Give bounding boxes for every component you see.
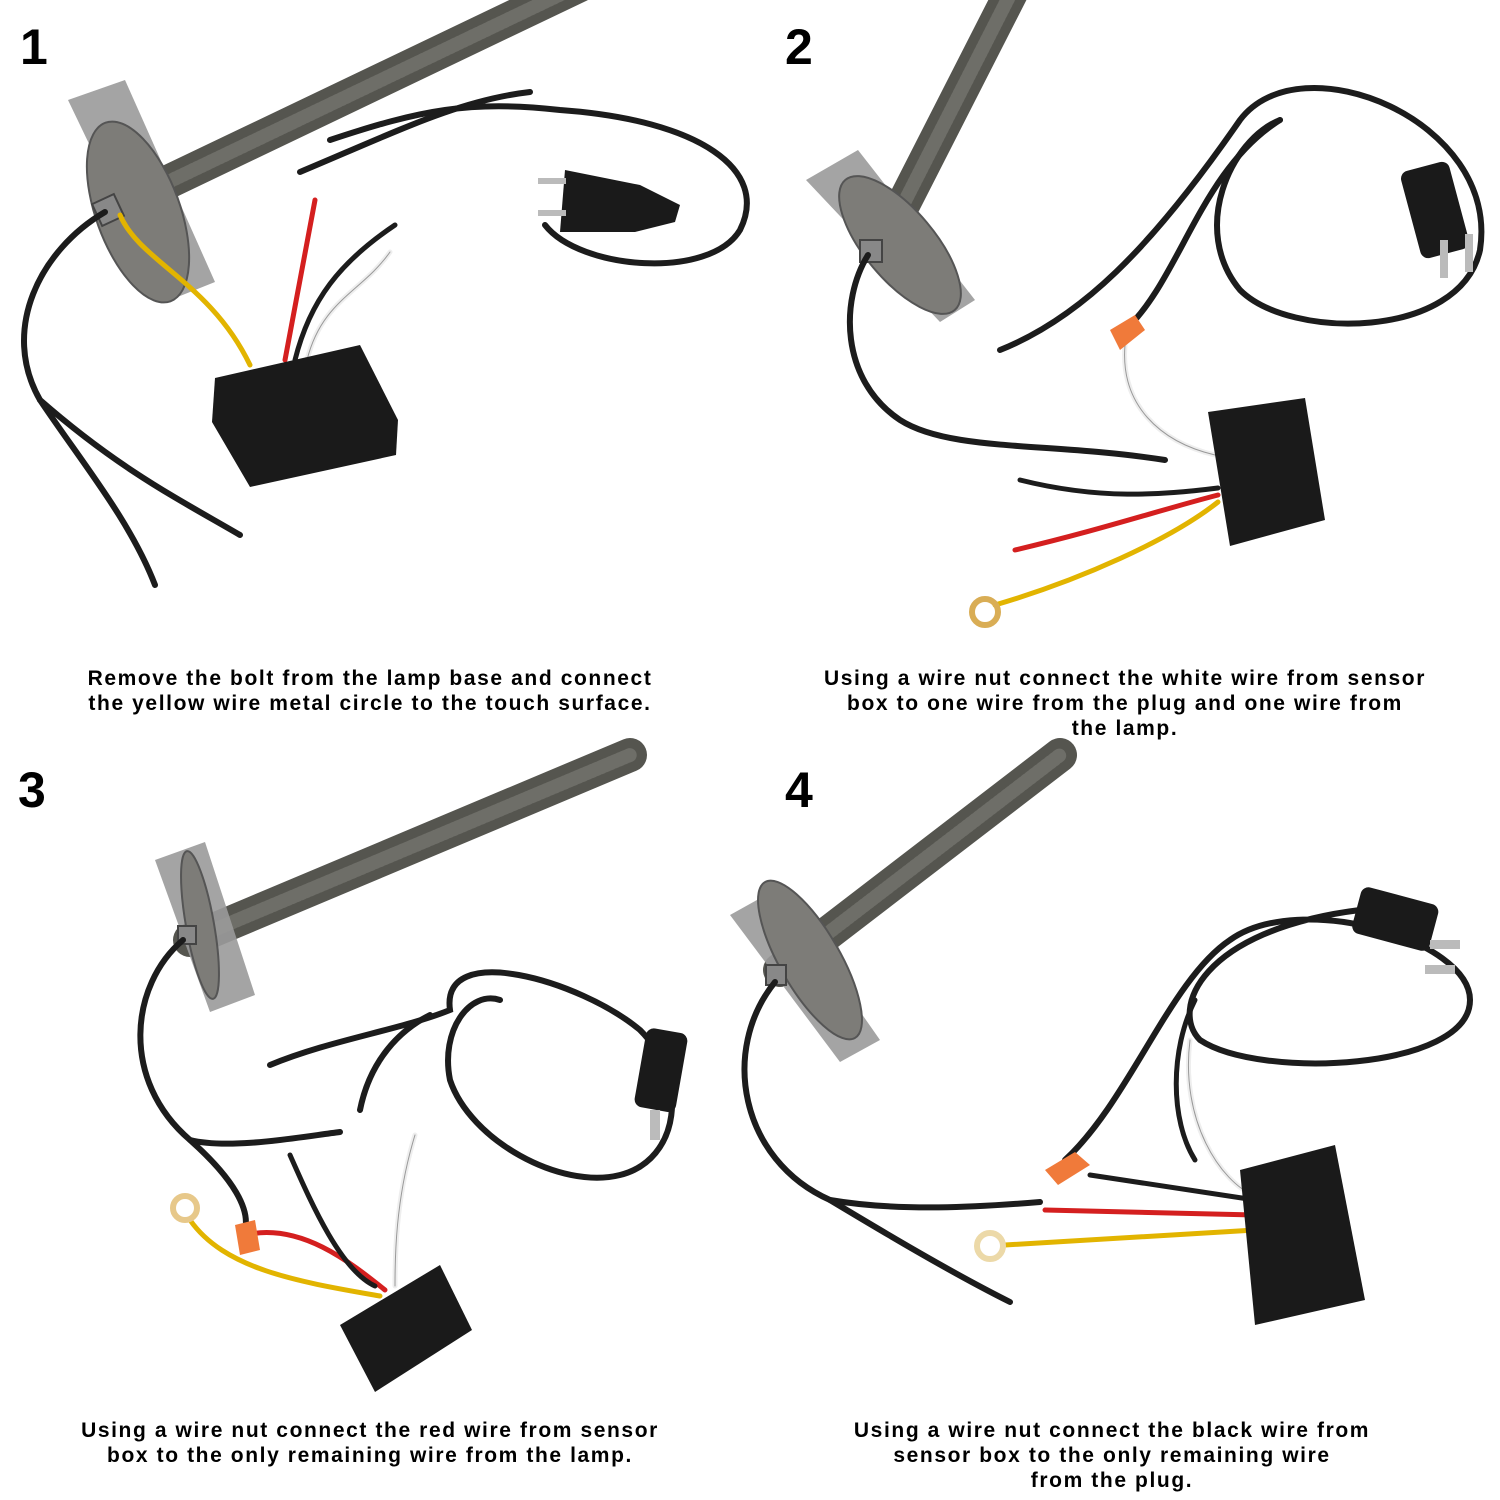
panel-1-illustration <box>21 0 750 588</box>
step-4-caption: Using a wire nut connect the black wire … <box>853 1419 1371 1492</box>
panel-3-illustration <box>137 738 688 1392</box>
step-1-number: 1 <box>20 19 48 75</box>
step-1-caption: Remove the bolt from the lamp base and c… <box>87 667 653 715</box>
panel-2-illustration <box>806 0 1485 628</box>
step-3-caption: Using a wire nut connect the red wire fr… <box>81 1419 659 1467</box>
ring-terminal <box>969 596 1001 628</box>
sensor-box <box>212 345 398 487</box>
step-2-caption: Using a wire nut connect the white wire … <box>823 667 1427 740</box>
washer <box>85 120 191 304</box>
step-2-number: 2 <box>785 19 813 75</box>
wire-nut <box>1110 315 1145 350</box>
step-3-number: 3 <box>18 762 46 818</box>
plug <box>560 170 680 232</box>
panel-4-illustration <box>730 738 1474 1325</box>
step-4-number: 4 <box>785 762 813 818</box>
